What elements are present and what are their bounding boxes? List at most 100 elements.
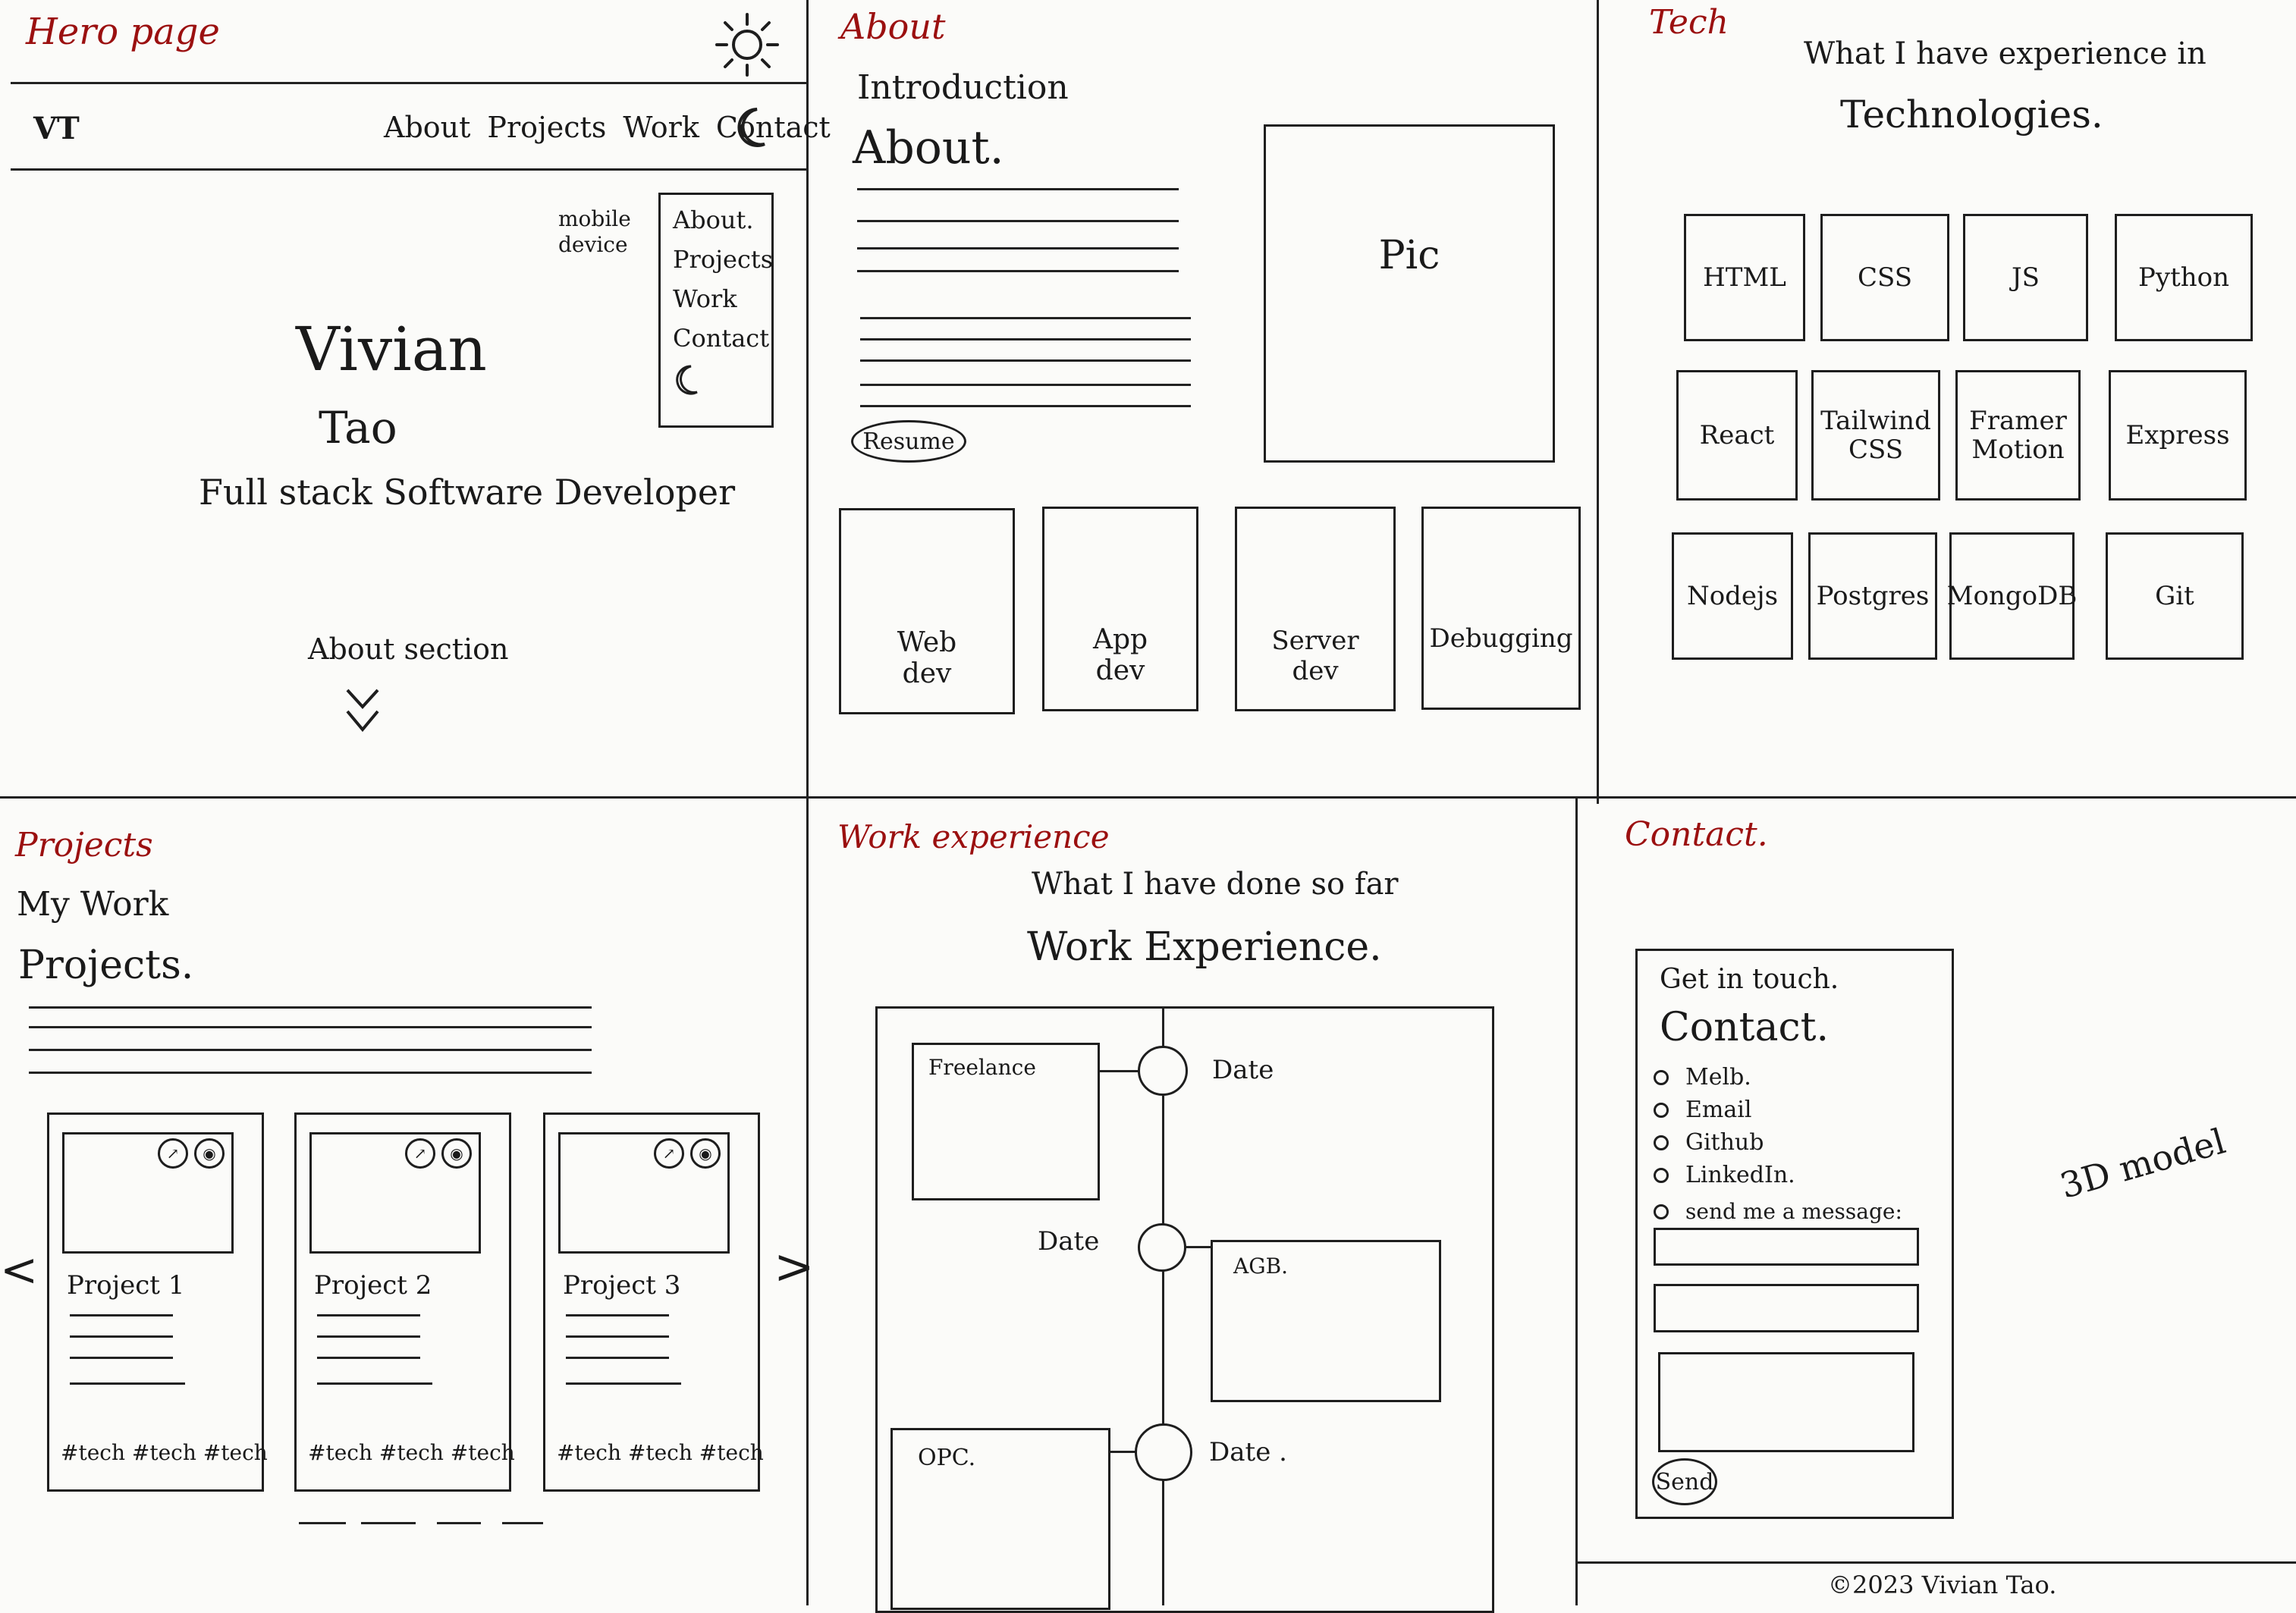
about-section-label: About [840, 6, 946, 47]
contact-title: Contact. [1660, 1005, 1830, 1050]
contact-list: Melb. Email Github LinkedIn. send me a m… [1654, 1064, 1902, 1224]
github-icon[interactable]: ◉ [690, 1138, 721, 1169]
timeline-connector [1100, 1070, 1147, 1072]
about-text-line [860, 359, 1191, 362]
resume-button[interactable]: Resume [851, 420, 966, 463]
external-link-icon[interactable]: ↗ [158, 1138, 188, 1169]
tech-card-label: React [1699, 420, 1775, 450]
pagination-dash [502, 1522, 543, 1524]
contact-item-label: send me a message: [1685, 1199, 1902, 1224]
project-card[interactable] [47, 1112, 264, 1492]
projects-section-label: Projects [15, 826, 153, 865]
footer-copyright: ©2023 Vivian Tao. [1828, 1571, 2057, 1599]
tech-card-python: Python [2115, 214, 2253, 341]
contact-item-github[interactable]: Github [1654, 1129, 1902, 1156]
send-button[interactable]: Send [1652, 1458, 1717, 1505]
work-entry-card [1211, 1240, 1441, 1402]
about-text-line [860, 338, 1191, 340]
nav-link-work[interactable]: Work [623, 111, 699, 144]
bullet-icon [1654, 1203, 1669, 1219]
carousel-prev-button[interactable]: < [0, 1244, 39, 1297]
tech-card-label: Tailwind CSS [1820, 406, 1931, 465]
work-entry-company: Freelance [928, 1055, 1036, 1080]
project-card-text-line [317, 1382, 432, 1385]
footer-rule [1578, 1561, 2296, 1564]
nav-link-contact[interactable]: Contact [715, 111, 831, 144]
project-card-text-line [317, 1314, 420, 1316]
about-text-line [857, 220, 1179, 222]
contact-name-input[interactable] [1654, 1228, 1919, 1266]
about-subtitle: Introduction [857, 68, 1069, 107]
about-text-line [857, 270, 1179, 272]
tech-card-label: Framer Motion [1969, 406, 2067, 465]
contact-message-textarea[interactable] [1658, 1352, 1914, 1452]
bullet-icon [1654, 1069, 1669, 1085]
about-text-line [860, 384, 1191, 386]
work-entry-date: Date [1212, 1055, 1274, 1085]
project-card-title: Project 3 [563, 1270, 681, 1301]
project-card[interactable] [294, 1112, 511, 1492]
tech-card-label: HTML [1703, 262, 1786, 293]
projects-text-line [29, 1049, 592, 1051]
projects-text-line [29, 1006, 592, 1009]
pagination-dash [437, 1522, 481, 1524]
projects-panel: Projects My Work Projects. < > ↗◉Project… [0, 799, 815, 1605]
tech-card-mongodb: MongoDB [1946, 532, 2078, 660]
about-panel: About Introduction About. Resume Pic Web… [809, 0, 1597, 796]
project-card-text-line [317, 1357, 420, 1359]
project-image-placeholder [558, 1132, 730, 1254]
work-entry-company: OPC. [918, 1445, 976, 1471]
tech-card-label: Postgres [1816, 581, 1930, 611]
external-link-icon[interactable]: ↗ [405, 1138, 435, 1169]
external-link-icon[interactable]: ↗ [654, 1138, 684, 1169]
nav-links: About Projects Work Contact [384, 111, 831, 144]
tech-card-react: React [1676, 370, 1798, 501]
mobile-menu-moon-icon[interactable] [673, 363, 759, 403]
divider-horizontal [0, 796, 2296, 799]
contact-subtitle: Get in touch. [1660, 964, 1839, 995]
pagination-dash [361, 1522, 416, 1524]
project-card-text-line [317, 1335, 420, 1338]
mobile-menu-projects[interactable]: Projects [673, 245, 774, 274]
github-icon[interactable]: ◉ [441, 1138, 472, 1169]
project-card-tags: #tech #tech #tech [61, 1440, 268, 1465]
carousel-next-button[interactable]: > [774, 1239, 815, 1295]
timeline-node [1138, 1046, 1188, 1096]
tech-card-label: Nodejs [1686, 581, 1779, 611]
project-card-text-line [566, 1335, 669, 1338]
mobile-device-note: mobile device [558, 206, 631, 257]
double-chevron-down-icon[interactable] [341, 684, 384, 737]
mobile-menu-work[interactable]: Work [673, 284, 737, 313]
mobile-menu-contact[interactable]: Contact [673, 324, 770, 353]
tech-card-html: HTML [1684, 214, 1805, 341]
nav-link-projects[interactable]: Projects [487, 111, 607, 144]
scroll-label[interactable]: About section [308, 632, 509, 666]
contact-email-input[interactable] [1654, 1284, 1919, 1332]
mobile-menu-about[interactable]: About. [673, 206, 754, 234]
timeline-axis [1162, 1006, 1164, 1605]
tech-card-nodejs: Nodejs [1672, 532, 1793, 660]
project-card[interactable] [543, 1112, 760, 1492]
tech-subtitle: What I have experience in [1804, 36, 2206, 71]
about-pic-label: Pic [1378, 233, 1440, 278]
nav-link-about[interactable]: About [384, 111, 471, 144]
contact-item-email[interactable]: Email [1654, 1097, 1902, 1123]
contact-item-message: send me a message: [1654, 1199, 1902, 1224]
hero-section-label: Hero page [26, 11, 220, 53]
contact-item-linkedin[interactable]: LinkedIn. [1654, 1162, 1902, 1188]
sun-icon[interactable] [713, 11, 781, 79]
github-icon[interactable]: ◉ [194, 1138, 225, 1169]
contact-item-label: LinkedIn. [1685, 1162, 1795, 1188]
hero-role: Full stack Software Developer [199, 472, 736, 513]
tech-card-framer-motion: Framer Motion [1955, 370, 2081, 501]
service-card-label: Debugging [1429, 623, 1573, 654]
service-card-label: Web dev [897, 627, 957, 689]
moon-icon[interactable] [731, 105, 769, 150]
tech-card-label: MongoDB [1946, 581, 2078, 611]
bullet-icon [1654, 1102, 1669, 1118]
project-image-placeholder [62, 1132, 234, 1254]
project-card-tags: #tech #tech #tech [308, 1440, 515, 1465]
contact-item-location: Melb. [1654, 1064, 1902, 1091]
tech-card-label: JS [2012, 262, 2040, 293]
nav-logo[interactable]: VT [33, 111, 80, 146]
